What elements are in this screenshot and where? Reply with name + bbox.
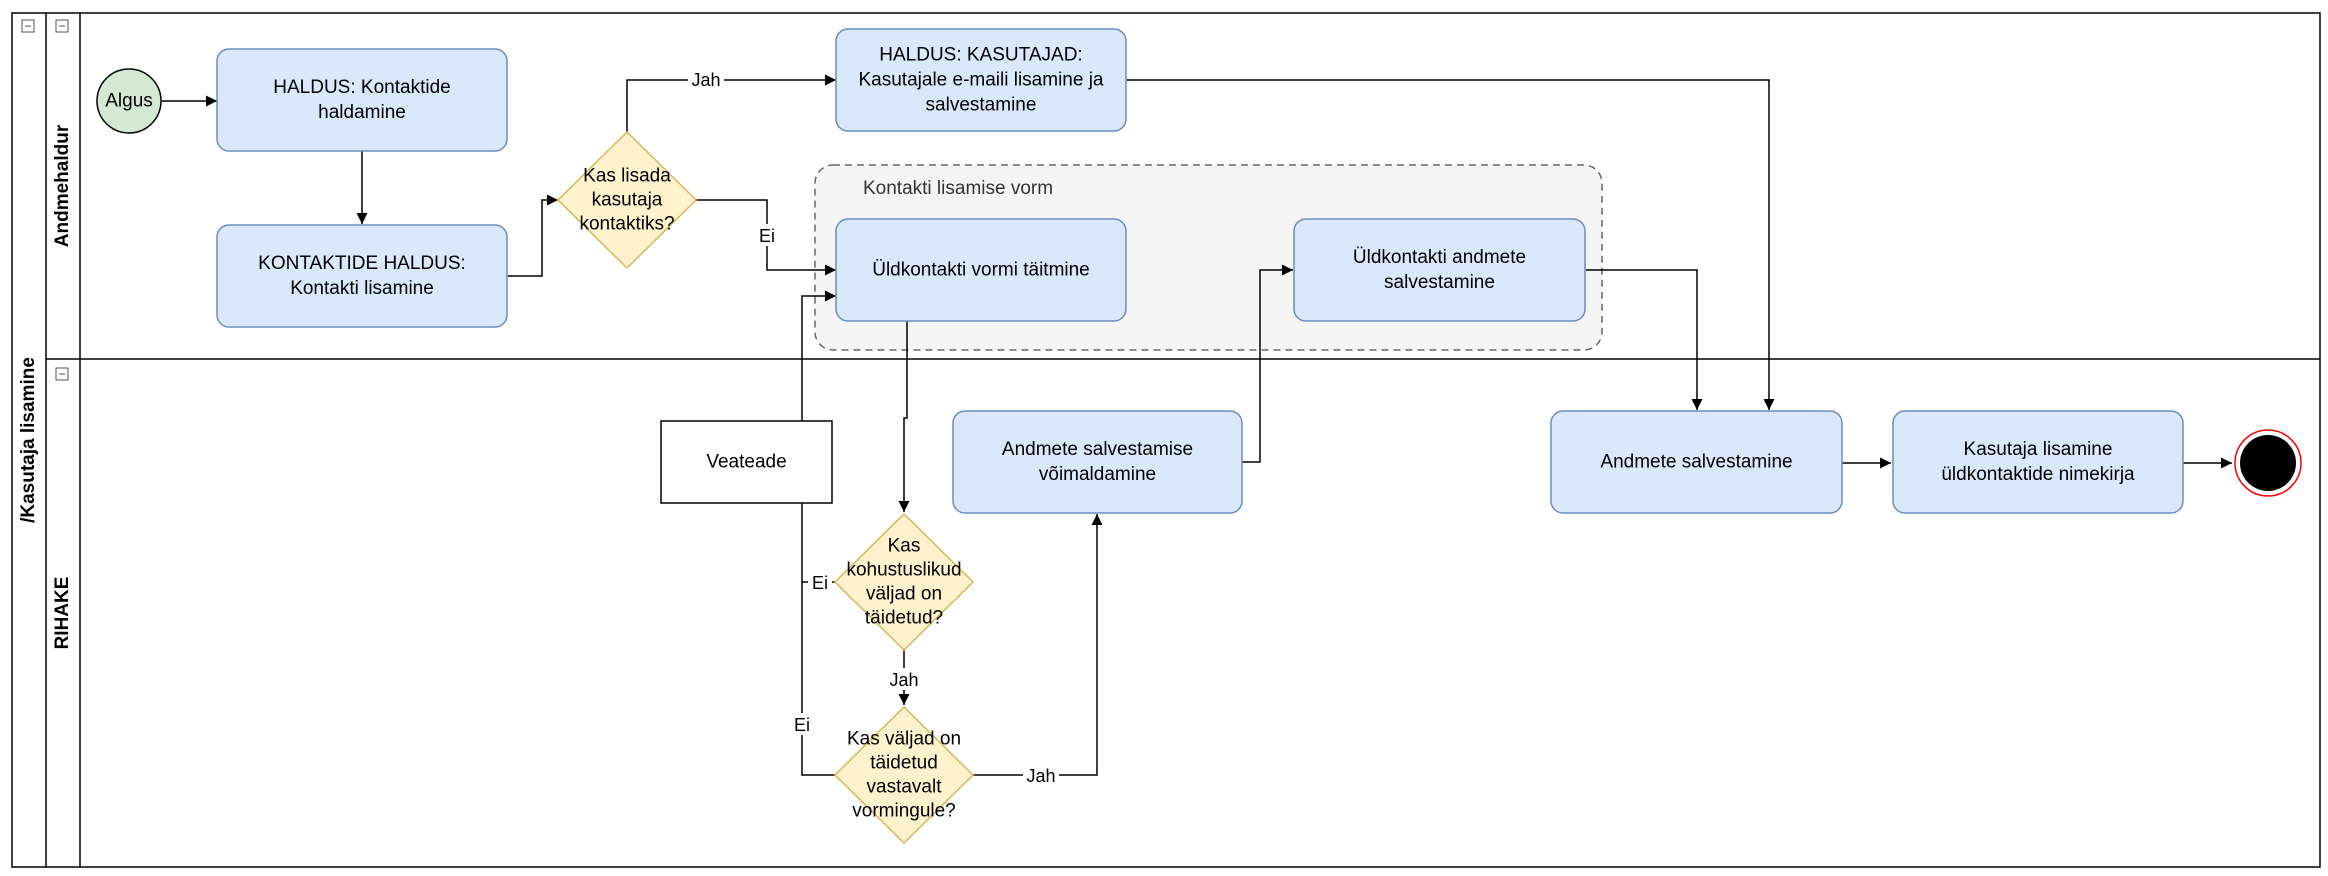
dec1-label-line: Kas lisada (583, 166, 671, 187)
edge-labels: Jah Ei Ei Jah Ei Jah (688, 68, 1059, 786)
edge-kasutajad-salv2 (1126, 79, 1775, 410)
node-vorm[interactable]: Üldkontakti vormi täitmine (835, 218, 1127, 322)
node-dec3[interactable]: Kas väljad on täidetud vastavalt vormingule… (833, 705, 975, 845)
node-salv1[interactable]: Üldkontakti andmete salvestamine (1293, 218, 1586, 322)
edge-dec1-kasutajad (626, 74, 836, 132)
lane-title-andmehaldur: Andmehaldur (52, 124, 73, 247)
salv1-label-line: Üldkontakti andmete (1353, 247, 1526, 268)
salv2-label-line: Andmete salvestamine (1600, 452, 1792, 473)
edge-dec3-voimald (973, 514, 1103, 776)
veateade-label-line: Veateade (706, 452, 786, 473)
kontakt-label-line: KONTAKTIDE HALDUS: (258, 253, 466, 274)
node-dec2[interactable]: Kas kohustuslikud väljad on täidetud? (833, 512, 975, 652)
dec3-label-line: vormingule? (852, 801, 956, 822)
dec3-label-line: Kas väljad on (847, 729, 961, 750)
edge-dec3-veateade (801, 582, 836, 776)
vorm-label-line: Üldkontakti vormi täitmine (872, 260, 1090, 281)
collapse-icon: − (58, 367, 65, 381)
edge-label-dec3-no: Ei (794, 715, 810, 735)
dec1-label-line: kasutaja (592, 190, 663, 211)
dec3-label-line: täidetud (870, 753, 938, 774)
edge-label-dec3-yes: Jah (1026, 766, 1055, 786)
dec2-label-line: täidetud? (865, 608, 943, 629)
voimald-label-line: Andmete salvestamise (1002, 439, 1193, 460)
lane-title-rihake: RIHAKE (52, 577, 73, 650)
haldus-label-line: HALDUS: Kontaktide (273, 77, 450, 98)
pool-title: /Kasutaja lisamine (18, 357, 39, 523)
edge-label-dec1-yes: Jah (691, 70, 720, 90)
collapse-icon: − (24, 19, 31, 33)
salv1-label-line: salvestamine (1384, 272, 1495, 293)
edge-kontakt-dec1 (508, 194, 558, 277)
kasutajad-label-line: Kasutajale e-maili lisamine ja (859, 70, 1104, 91)
kasutajad-label-line: salvestamine (926, 95, 1037, 116)
dec3-label-line: vastavalt (867, 777, 943, 798)
dec2-label-line: Kas (888, 536, 921, 557)
lane-collapse-toggle-andmehaldur[interactable]: − (55, 19, 69, 33)
voimald-label-line: võimaldamine (1039, 464, 1156, 485)
lisamine-label-line: üldkontaktide nimekirja (1941, 464, 2135, 485)
pool-collapse-toggle[interactable]: − (21, 19, 35, 33)
nodes: Algus HALDUS: Kontaktide haldamineKONTAKTI… (96, 28, 2302, 845)
edge-label-dec2-yes: Jah (889, 670, 918, 690)
node-kontakt[interactable]: KONTAKTIDE HALDUS: Kontakti lisamine (216, 224, 508, 328)
dec1-label-line: kontaktiks? (579, 214, 674, 235)
form-group-label: Kontakti lisamise vorm (863, 178, 1053, 199)
lisamine-label-line: Kasutaja lisamine (1964, 439, 2113, 460)
node-haldus[interactable]: HALDUS: Kontaktide haldamine (216, 48, 508, 152)
node-end[interactable] (2234, 429, 2302, 497)
node-salv2[interactable]: Andmete salvestamine (1550, 410, 1843, 514)
node-start[interactable]: Algus (96, 68, 162, 134)
edge-salv1-salv2 (1586, 269, 1703, 410)
lane-collapse-toggle-rihake[interactable]: − (55, 367, 69, 381)
edges (162, 74, 2232, 776)
dec2-label-line: väljad on (866, 584, 942, 605)
node-dec1[interactable]: Kas lisada kasutaja kontaktiks? (556, 130, 698, 270)
kasutajad-label-line: HALDUS: KASUTAJAD: (879, 45, 1082, 66)
haldus-label-line: haldamine (318, 102, 406, 123)
node-veateade[interactable]: Veateade (660, 420, 833, 504)
node-voimald[interactable]: Andmete salvestamise võimaldamine (952, 410, 1243, 514)
edge-veateade-vorm (801, 290, 836, 421)
edge-label-dec2-no: Ei (812, 573, 828, 593)
node-kasutajad[interactable]: HALDUS: KASUTAJAD: Kasutajale e-maili lis… (835, 28, 1127, 132)
edge-voimald-salv1 (1242, 264, 1293, 463)
dec2-label-line: kohustuslikud (846, 560, 961, 581)
start-label-line: Algus (105, 91, 153, 112)
collapse-icon: − (58, 19, 65, 33)
edge-vorm-dec2 (898, 321, 910, 512)
kontakt-label-line: Kontakti lisamine (290, 278, 434, 299)
node-lisamine[interactable]: Kasutaja lisamine üldkontaktide nimekirja (1892, 410, 2184, 514)
edge-label-dec1-no: Ei (759, 226, 775, 246)
